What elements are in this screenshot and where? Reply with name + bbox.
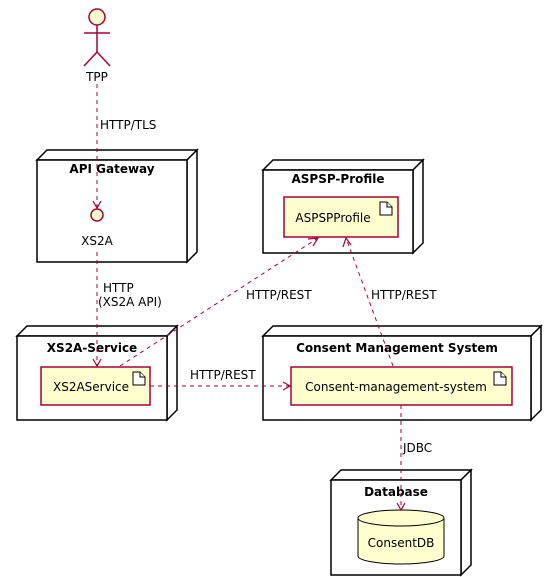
node-title: Database — [364, 485, 428, 499]
node-side-face — [412, 158, 424, 255]
edge-label: HTTP/REST — [190, 368, 256, 382]
node-title: API Gateway — [69, 162, 154, 176]
node-aspsp-profile[interactable]: ASPSP-Profile ASPSPProfile — [261, 158, 425, 255]
node-title: ASPSP-Profile — [291, 172, 384, 186]
node-top-face — [35, 149, 199, 161]
node-database[interactable]: Database ConsentDB — [329, 468, 473, 577]
edge-gateway-to-service: HTTP (XS2A API) — [92, 252, 162, 368]
edge-service-to-profile: HTTP/REST — [119, 237, 320, 367]
edge-tpp-to-gateway: HTTP/TLS — [92, 84, 156, 210]
artifact-box — [290, 366, 513, 406]
edge-label: HTTP/REST — [246, 288, 312, 302]
interface-label: XS2A — [81, 234, 113, 248]
artifact-xs2aservice[interactable]: XS2AService — [40, 366, 151, 406]
artifact-icon — [132, 371, 146, 386]
actor-head-icon — [88, 8, 106, 26]
actor-tpp[interactable]: TPP — [83, 8, 111, 84]
node-consent-management-system[interactable]: Consent Management System Consent-manage… — [261, 324, 543, 422]
edge-label: JDBC — [402, 441, 432, 455]
artifact-consent-management-system[interactable]: Consent-management-system — [290, 366, 513, 406]
node-top-face — [261, 159, 425, 171]
node-api-gateway[interactable]: API Gateway XS2A — [35, 148, 199, 264]
database-top-icon — [357, 509, 445, 527]
artifact-box — [283, 196, 399, 238]
node-side-face — [530, 324, 542, 422]
edge-label-line-2: (XS2A API) — [98, 295, 162, 309]
artifact-label: Consent-management-system — [305, 380, 487, 394]
edge-service-to-cms: HTTP/REST — [150, 368, 292, 391]
node-xs2a-service[interactable]: XS2A-Service XS2AService — [15, 324, 179, 422]
database-body-icon — [357, 518, 445, 565]
database-label: ConsentDB — [368, 536, 435, 550]
actor-label: TPP — [85, 70, 108, 84]
interface-icon[interactable] — [90, 208, 104, 222]
artifact-aspspprofile[interactable]: ASPSPProfile — [283, 196, 399, 238]
node-side-face — [186, 148, 198, 264]
node-front-face — [36, 159, 188, 263]
database-consentdb[interactable]: ConsentDB — [357, 509, 445, 565]
artifact-label: ASPSPProfile — [295, 211, 370, 225]
edge-label: HTTP/REST — [371, 288, 437, 302]
actor-right-leg — [96, 51, 111, 67]
node-title: XS2A-Service — [47, 341, 137, 355]
actor-left-leg — [83, 51, 98, 67]
node-side-face — [166, 324, 178, 422]
edge-label: HTTP/TLS — [100, 118, 156, 132]
node-top-face — [261, 325, 543, 337]
artifact-icon — [493, 371, 507, 386]
edge-label-line-1: HTTP — [103, 281, 134, 295]
node-title: Consent Management System — [296, 341, 498, 355]
node-side-face — [460, 468, 472, 577]
edge-cms-to-profile: HTTP/REST — [342, 236, 437, 367]
edge-cms-to-db: JDBC — [396, 405, 432, 512]
artifact-label: XS2AService — [53, 380, 129, 394]
artifact-icon — [379, 201, 393, 216]
